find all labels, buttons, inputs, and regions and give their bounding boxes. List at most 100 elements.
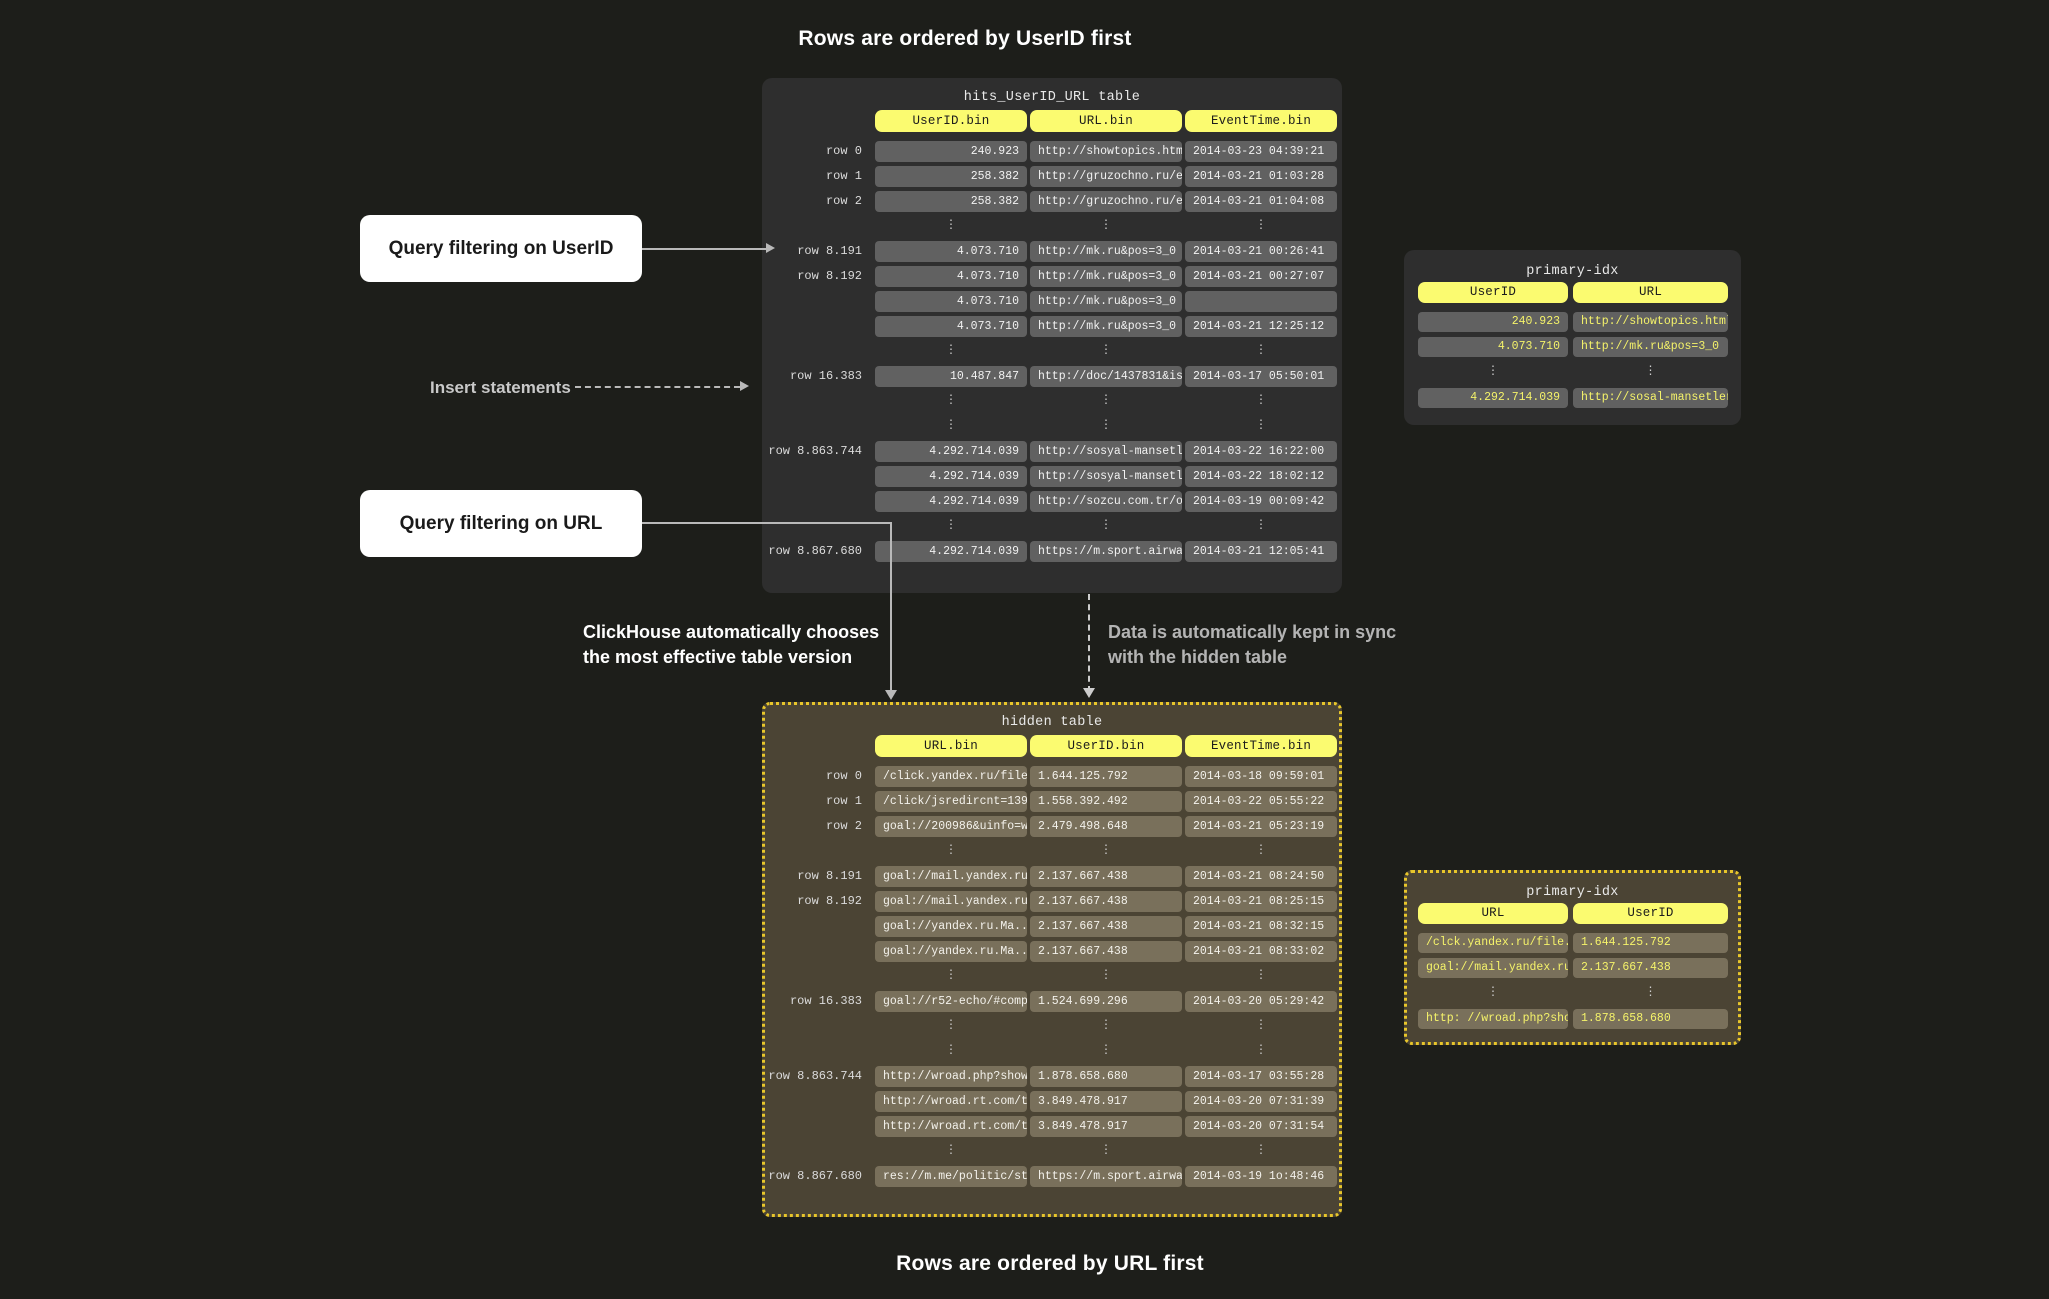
- idx-column-header-url: URL: [1573, 282, 1728, 303]
- table-cell: http://mk.ru&pos=3_0: [1030, 316, 1182, 337]
- table-cell: goal://yandex.ru.Ma...: [875, 916, 1027, 937]
- idx-ellipsis-marker: ⋮: [1644, 985, 1657, 999]
- sync-arrowhead: [1083, 688, 1095, 698]
- idx-cell: http://sosal-mansetleri...: [1573, 388, 1728, 408]
- ellipsis-marker: ⋮: [1100, 518, 1112, 532]
- table-cell: 2014-03-22 05:55:22: [1185, 791, 1337, 812]
- table-cell: 2014-03-21 08:33:02: [1185, 941, 1337, 962]
- row-gap: [762, 1187, 872, 1191]
- table-cell: http://sosyal-mansetleri...: [1030, 466, 1182, 487]
- table-cell: goal://mail.yandex.ru/Ma...: [875, 891, 1027, 912]
- header-gap: [762, 132, 872, 141]
- table-cell: http://wroad.rt.com/tr/...: [875, 1116, 1027, 1137]
- column-header-eventtime-bin: EventTime.bin: [1185, 735, 1337, 757]
- idx-row-gap: [1573, 1029, 1728, 1034]
- idx-row-gap: [1573, 408, 1728, 413]
- table-cell: 2014-03-17 05:50:01: [1185, 366, 1337, 387]
- row-label: row 8.867.680: [768, 1169, 862, 1183]
- idx-header-gap: [1573, 303, 1728, 312]
- row-label: row 8.863.744: [768, 444, 862, 458]
- table-cell: 240.923: [875, 141, 1027, 162]
- row-label: [762, 516, 872, 537]
- table-cell: 2014-03-21 08:24:50: [1185, 866, 1337, 887]
- row-gap: [875, 1187, 1027, 1191]
- ellipsis-marker: ⋮: [945, 343, 957, 357]
- kept-in-sync-annotation: Data is automatically kept in sync with …: [1108, 622, 1397, 667]
- idx-header-gap: [1418, 303, 1568, 312]
- ellipsis-marker: ⋮: [1100, 218, 1112, 232]
- ellipsis-marker: ⋮: [1100, 1018, 1112, 1032]
- table-cell: 10.487.847: [875, 366, 1027, 387]
- row-label-spacer: [762, 110, 872, 131]
- table-cell: 4.073.710: [875, 316, 1027, 337]
- table-cell: goal://200986&uinfo=wn-1...: [875, 816, 1027, 837]
- row-label: [762, 341, 872, 362]
- ellipsis-marker: ⋮: [1100, 418, 1112, 432]
- sync-dashed-line: [1088, 594, 1090, 692]
- table-cell: 2014-03-21 05:23:19: [1185, 816, 1337, 837]
- ellipsis-marker: ⋮: [1255, 843, 1267, 857]
- ellipsis-marker: ⋮: [945, 218, 957, 232]
- table-cell: http://gruzochno.ru/ekat...: [1030, 166, 1182, 187]
- page-title-bottom: Rows are ordered by URL first: [896, 1252, 1204, 1275]
- table-cell: 1.558.392.492: [1030, 791, 1182, 812]
- table-cell: 2014-03-22 16:22:00: [1185, 441, 1337, 462]
- idx-row-gap: [1418, 1029, 1568, 1034]
- table-cell: 2014-03-23 04:39:21: [1185, 141, 1337, 162]
- row-label: row 16.383: [789, 994, 862, 1008]
- table-cell: http://mk.ru&pos=3_0: [1030, 291, 1182, 312]
- table-cell: http://doc/1437831&is_mo...: [1030, 366, 1182, 387]
- header-gap: [1185, 132, 1337, 141]
- table-cell: goal://r52-echo/#compose...: [875, 991, 1027, 1012]
- row-label: [762, 916, 872, 937]
- row-label: [762, 1141, 872, 1162]
- row-label: [762, 291, 872, 312]
- idx-column-header-url: URL: [1418, 903, 1568, 924]
- hidden-idx-title: primary-idx: [1526, 885, 1619, 900]
- ellipsis-marker: ⋮: [1100, 1043, 1112, 1057]
- table-cell: 1.878.658.680: [1030, 1066, 1182, 1087]
- ellipsis-marker: ⋮: [1255, 393, 1267, 407]
- idx-column-header-userid: UserID: [1418, 282, 1568, 303]
- idx-cell: http://mk.ru&pos=3_0: [1573, 337, 1728, 357]
- table-cell: res://m.me/politic/stati...: [875, 1166, 1027, 1187]
- ellipsis-marker: ⋮: [1255, 518, 1267, 532]
- row-label: [762, 1091, 872, 1112]
- ellipsis-marker: ⋮: [945, 1043, 957, 1057]
- row-label: row 16.383: [789, 369, 862, 383]
- table-cell: 4.073.710: [875, 241, 1027, 262]
- query-filter-userid-callout[interactable]: Query filtering on UserID: [360, 215, 642, 282]
- table-cell: 1.644.125.792: [1030, 766, 1182, 787]
- table-cell: 2014-03-21 12:25:12: [1185, 316, 1337, 337]
- table-cell: 4.292.714.039: [875, 491, 1027, 512]
- idx-ellipsis-marker: ⋮: [1487, 985, 1499, 999]
- ellipsis-marker: ⋮: [1100, 968, 1112, 982]
- row-gap: [1030, 562, 1182, 566]
- row-gap: [762, 562, 872, 566]
- row-label: row 8.867.680: [768, 544, 862, 558]
- column-header-url-bin: URL.bin: [875, 735, 1027, 757]
- idx-cell: 1.644.125.792: [1573, 933, 1728, 953]
- idx-cell: 1.878.658.680: [1573, 1009, 1728, 1029]
- insert-statements-dashed-line: [575, 386, 740, 388]
- header-gap: [1030, 132, 1182, 141]
- table-cell: 4.073.710: [875, 266, 1027, 287]
- table-cell: 2014-03-21 00:26:41: [1185, 241, 1337, 262]
- ellipsis-marker: ⋮: [1255, 1043, 1267, 1057]
- idx-cell: 4.073.710: [1418, 337, 1568, 357]
- table-cell: 1.524.699.296: [1030, 991, 1182, 1012]
- row-gap: [1185, 562, 1337, 566]
- ellipsis-marker: ⋮: [1255, 1143, 1267, 1157]
- row-label: row 8.192: [797, 269, 862, 283]
- row-label: [762, 316, 872, 337]
- query-filter-url-callout[interactable]: Query filtering on URL: [360, 490, 642, 557]
- table-cell: 2014-03-19 1o:48:46: [1185, 1166, 1337, 1187]
- table-cell: 2014-03-21 01:03:28: [1185, 166, 1337, 187]
- table-cell: 3.849.478.917: [1030, 1116, 1182, 1137]
- table-cell: 2014-03-20 07:31:39: [1185, 1091, 1337, 1112]
- ellipsis-marker: ⋮: [1255, 218, 1267, 232]
- row-gap: [1030, 1187, 1182, 1191]
- table-cell: 2.137.667.438: [1030, 866, 1182, 887]
- table-cell: 4.073.710: [875, 291, 1027, 312]
